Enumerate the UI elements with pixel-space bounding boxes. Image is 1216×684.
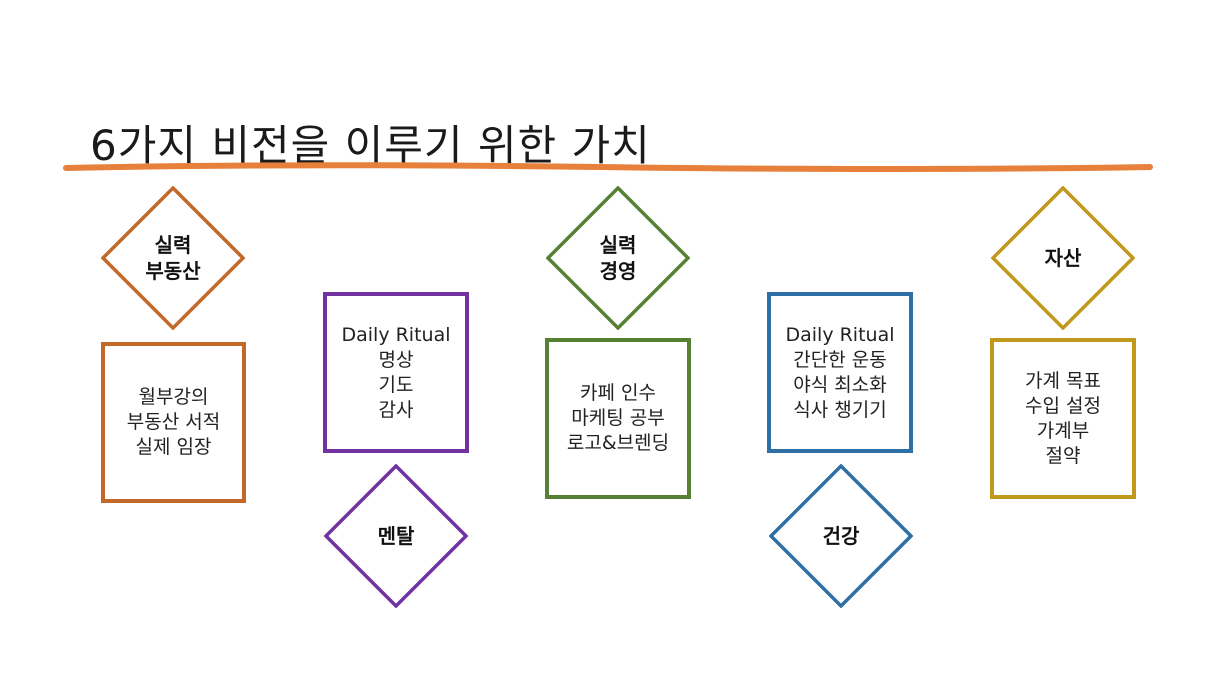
diamond-label-line: 실력 — [154, 233, 192, 257]
box-assets: 가계 목표 수입 설정 가계부 절약 — [990, 338, 1136, 499]
box-item: 부동산 서적 — [126, 411, 221, 433]
diamond-label-line: 자산 — [1044, 246, 1082, 270]
box-item: 명상 — [378, 348, 414, 371]
box-item: 마케팅 공부 — [571, 407, 665, 429]
diamond-skill-realestate: 실력 부동산 — [101, 186, 245, 330]
slide-title: 6가지 비전을 이루기 위한 가치 — [90, 121, 651, 170]
box-item: Daily Ritual — [341, 323, 451, 346]
box-item: Daily Ritual — [785, 323, 895, 346]
diamond-assets: 자산 — [991, 186, 1135, 330]
box-item: 감사 — [378, 398, 414, 421]
box-item: 간단한 운동 — [793, 348, 887, 371]
box-item: 카페 인수 — [580, 382, 656, 404]
diamond-label-line: 멘탈 — [377, 524, 415, 548]
box-item: 식사 챙기기 — [793, 398, 887, 421]
diamond-mental: 멘탈 — [324, 464, 468, 608]
box-skill-management: 카페 인수 마케팅 공부 로고&브렌딩 — [545, 338, 691, 499]
diamond-label-line: 실력 — [599, 233, 637, 257]
diamond-label-line: 건강 — [822, 524, 860, 548]
box-skill-realestate: 월부강의 부동산 서적 실제 임장 — [101, 342, 246, 503]
diamond-health: 건강 — [769, 464, 913, 608]
box-health: Daily Ritual 간단한 운동 야식 최소화 식사 챙기기 — [767, 292, 913, 453]
box-item: 월부강의 — [138, 386, 209, 408]
box-item: 절약 — [1045, 444, 1081, 467]
box-item: 로고&브렌딩 — [566, 432, 670, 454]
diamond-label-line: 경영 — [599, 259, 637, 283]
diamond-skill-management: 실력 경영 — [546, 186, 690, 330]
box-item: 수입 설정 — [1025, 394, 1101, 417]
box-item: 실제 임장 — [135, 436, 212, 458]
box-item: 기도 — [378, 373, 414, 396]
box-item: 가계부 — [1036, 419, 1090, 442]
diamond-label-line: 부동산 — [145, 259, 201, 283]
box-item: 야식 최소화 — [793, 373, 887, 396]
box-item: 가계 목표 — [1025, 369, 1101, 392]
box-mental: Daily Ritual 명상 기도 감사 — [323, 292, 469, 453]
